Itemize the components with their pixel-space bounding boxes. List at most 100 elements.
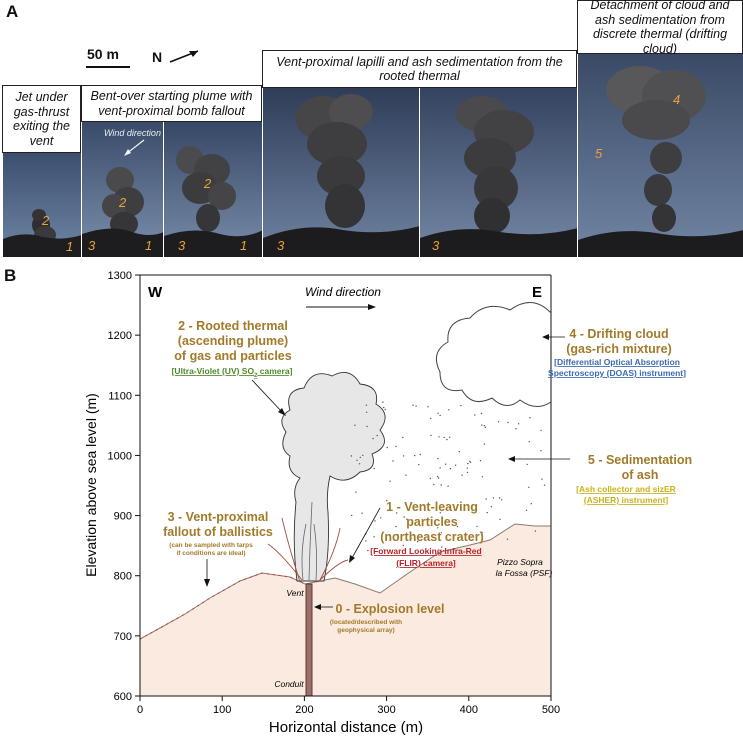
ash-particle <box>469 461 472 463</box>
ash-particle <box>354 424 356 426</box>
ash-particle <box>541 478 543 480</box>
ash-particle <box>529 417 531 419</box>
ash-particle <box>439 467 441 469</box>
ash-particle <box>448 409 450 411</box>
annotation-vent-leaving: 1 - Vent-leaving particles (northeast cr… <box>380 500 484 544</box>
ash-particle <box>497 421 500 423</box>
photo-detach-label-5: 5 <box>595 146 603 161</box>
photo-detach-label-4: 4 <box>673 92 681 107</box>
ash-particle <box>437 457 439 460</box>
ash-particle <box>397 533 399 536</box>
ash-particle <box>372 437 374 440</box>
explosion-note: (located/described with geophysical arra… <box>330 619 402 634</box>
photo-detach-image <box>578 54 743 257</box>
ash-particle <box>534 530 537 532</box>
ash-particle <box>499 518 501 521</box>
ash-particle <box>437 477 440 479</box>
ash-particle <box>457 537 459 539</box>
ash-particle <box>395 512 398 514</box>
ash-particle <box>403 516 405 518</box>
ash-particle <box>373 536 375 538</box>
ash-particle <box>437 412 439 414</box>
ash-particle <box>439 512 441 514</box>
ash-particle <box>405 474 407 476</box>
svg-text:geophysical array): geophysical array) <box>337 627 394 634</box>
ash-particle <box>365 411 368 413</box>
ash-particle <box>498 497 501 499</box>
ash-particle <box>543 484 546 486</box>
ash-particle <box>438 436 440 438</box>
caption-detach: Detachment of cloud and ash sedimentatio… <box>577 0 743 56</box>
ash-particle <box>525 509 528 511</box>
ash-particle <box>415 405 417 407</box>
photo-bent-1: Wind direction 2 3 1 <box>81 122 163 257</box>
ash-particle <box>402 436 404 439</box>
ash-particle <box>361 512 363 514</box>
y-tick-label: 1200 <box>108 330 132 342</box>
fallout-note: (can be sampled with tarps if conditions… <box>169 542 253 557</box>
ash-particle <box>469 460 471 462</box>
ash-particle <box>461 474 463 476</box>
ash-particle <box>506 538 509 540</box>
ash-particle <box>483 425 486 427</box>
svg-text:3 - Vent-proximal: 3 - Vent-proximal <box>168 510 269 524</box>
axes <box>139 274 552 697</box>
ash-particle <box>449 467 452 470</box>
svg-text:(northeast crater): (northeast crater) <box>380 530 484 544</box>
ash-particle <box>365 540 367 542</box>
scale-label: 50 m <box>87 46 119 62</box>
ash-particle <box>418 463 420 466</box>
x-tick-label: 300 <box>377 704 395 716</box>
vent-leaving-instrument: [Forward Looking Infra-Red (FLIR) camera… <box>370 546 481 568</box>
photo-rooted-2: 3 <box>419 88 577 257</box>
ash-particle <box>374 520 376 522</box>
x-axis-label: Horizontal distance (m) <box>269 719 423 736</box>
ash-particle <box>458 549 460 552</box>
ash-particle <box>460 404 462 407</box>
ash-particle <box>447 485 449 487</box>
ash-particle <box>466 467 468 469</box>
svg-text:[Forward Looking Infra-Red: [Forward Looking Infra-Red <box>370 546 481 556</box>
y-tick-label: 900 <box>114 511 132 523</box>
ash-particle <box>386 446 388 449</box>
ash-particle <box>456 525 459 528</box>
svg-text:5 - Sedimentation: 5 - Sedimentation <box>588 453 692 467</box>
ash-particle <box>467 462 469 465</box>
svg-text:of ash: of ash <box>622 468 659 482</box>
vent-label: Vent <box>286 588 304 598</box>
ash-particle <box>365 404 368 406</box>
north-arrow: N <box>152 46 208 70</box>
photo-rooted-1-label-3: 3 <box>277 238 285 253</box>
svg-text:(FLIR) camera]: (FLIR) camera] <box>396 558 456 568</box>
ash-particle <box>395 445 397 448</box>
photo-bent-1-image <box>82 122 163 257</box>
y-tick-label: 1300 <box>108 270 132 282</box>
ash-particle <box>383 549 385 551</box>
drifting-cloud <box>435 302 552 407</box>
caption-jet: Jet under gas-thrust exiting the vent <box>2 85 81 153</box>
photo-bent-2-label-1: 1 <box>240 238 248 253</box>
panel-b-letter: B <box>4 266 17 285</box>
ground-profile <box>139 523 552 697</box>
ash-particle <box>383 406 385 409</box>
svg-text:Pizzo Sopra: Pizzo Sopra <box>497 557 543 567</box>
ash-particle <box>483 443 486 445</box>
svg-text:(ascending plume): (ascending plume) <box>178 334 288 348</box>
photo-bent-1-label-3: 3 <box>88 238 96 253</box>
svg-text:particles: particles <box>406 515 457 529</box>
ash-particle <box>358 463 361 465</box>
ash-particle <box>446 438 448 441</box>
ash-particle <box>466 471 469 474</box>
psf-label: Pizzo Sopra la Fossa (PSF) <box>496 557 553 578</box>
svg-text:Spectroscopy (DOAS) instrument: Spectroscopy (DOAS) instrument] <box>548 368 686 378</box>
photo-jet-label-2: 2 <box>42 213 50 228</box>
conduit-label: Conduit <box>274 679 304 689</box>
conduit <box>305 583 313 697</box>
ash-particle <box>389 480 391 482</box>
ash-particle <box>440 532 442 534</box>
ash-particle <box>439 414 441 417</box>
north-label: N <box>152 49 163 65</box>
cloud-instrument: [Differential Optical Absorption Spectro… <box>548 357 686 378</box>
